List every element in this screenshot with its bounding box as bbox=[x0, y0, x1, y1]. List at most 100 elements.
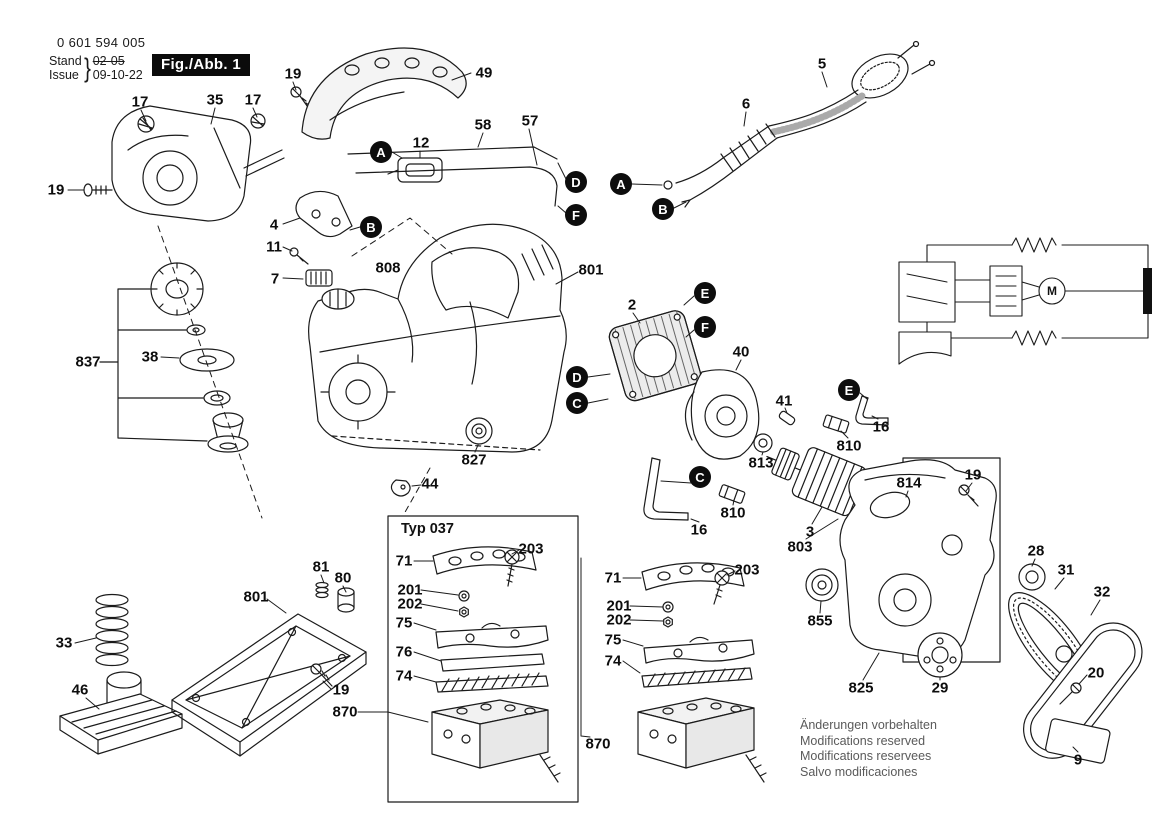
power-cable bbox=[768, 89, 867, 139]
part-label-80: 80 bbox=[334, 569, 352, 587]
part-label-9: 9 bbox=[1073, 751, 1083, 769]
part-label-49: 49 bbox=[475, 64, 493, 82]
switch-bracket-4-11-7 bbox=[289, 190, 353, 287]
part-label-808: 808 bbox=[375, 259, 401, 277]
part-label-202: 202 bbox=[606, 611, 632, 629]
document-meta: 0 601 594 005 Stand Issue } 02-05 09-10-… bbox=[49, 35, 145, 82]
note-line-fr: Modifications reservees bbox=[800, 749, 932, 763]
part-label-203: 203 bbox=[734, 561, 760, 579]
front-shoe-46 bbox=[59, 671, 183, 755]
label-plate-9 bbox=[1045, 718, 1111, 764]
callout-C: C bbox=[689, 466, 711, 488]
brush-810-right bbox=[822, 414, 850, 434]
part-label-202: 202 bbox=[397, 595, 423, 613]
part-label-44: 44 bbox=[421, 475, 439, 493]
part-label-29: 29 bbox=[931, 679, 949, 697]
assembly-dashed-lines bbox=[157, 217, 453, 519]
guard-plate-49 bbox=[301, 47, 467, 140]
part-label-17: 17 bbox=[131, 93, 149, 111]
part-label-74: 74 bbox=[604, 652, 622, 670]
part-label-81: 81 bbox=[312, 558, 330, 576]
blade-head-right bbox=[637, 562, 767, 783]
adjuster-80-81 bbox=[315, 581, 355, 613]
stand-value: 02-05 bbox=[92, 54, 125, 68]
brace-glyph: } bbox=[83, 52, 91, 83]
callout-B: B bbox=[652, 198, 674, 220]
part-label-813: 813 bbox=[748, 454, 774, 472]
part-label-35: 35 bbox=[206, 91, 224, 109]
issue-label: Issue bbox=[49, 68, 79, 82]
note-line-de: Änderungen vorbehalten bbox=[800, 718, 937, 732]
callout-E: E bbox=[838, 379, 860, 401]
part-label-3: 3 bbox=[805, 523, 815, 541]
cord-grip-6 bbox=[663, 123, 778, 208]
part-label-11: 11 bbox=[266, 238, 282, 256]
part-label-2: 2 bbox=[627, 296, 637, 314]
part-label-801: 801 bbox=[243, 588, 269, 606]
part-label-40: 40 bbox=[732, 343, 750, 361]
part-label-33: 33 bbox=[55, 634, 73, 652]
part-label-801: 801 bbox=[578, 261, 604, 279]
callout-D: D bbox=[566, 366, 588, 388]
part-label-855: 855 bbox=[807, 612, 833, 630]
pin-41 bbox=[778, 410, 796, 426]
motor-symbol-label: M bbox=[1047, 284, 1057, 298]
callout-E: E bbox=[694, 282, 716, 304]
part-label-837: 837 bbox=[75, 353, 101, 371]
part-label-810: 810 bbox=[836, 437, 862, 455]
callout-leader-lines bbox=[349, 151, 868, 484]
callout-A: A bbox=[610, 173, 632, 195]
part-label-28: 28 bbox=[1027, 542, 1045, 560]
part-label-19: 19 bbox=[332, 681, 350, 699]
stand-label: Stand bbox=[49, 54, 82, 68]
screw-19-baseplate bbox=[310, 663, 333, 687]
part-label-16: 16 bbox=[690, 521, 708, 539]
clip-44 bbox=[390, 479, 411, 497]
base-plate-801 bbox=[171, 613, 367, 757]
pulley-28 bbox=[1018, 563, 1046, 591]
part-label-46: 46 bbox=[71, 681, 89, 699]
field-stator-2 bbox=[608, 310, 702, 402]
brush-holder-16-left bbox=[643, 457, 689, 521]
bracket-line-837 bbox=[99, 288, 208, 442]
part-label-5: 5 bbox=[817, 55, 827, 73]
part-label-870: 870 bbox=[332, 703, 358, 721]
callout-D: D bbox=[565, 171, 587, 193]
part-label-12: 12 bbox=[412, 134, 430, 152]
part-label-71: 71 bbox=[604, 569, 622, 587]
part-label-38: 38 bbox=[141, 348, 159, 366]
part-label-810: 810 bbox=[720, 504, 746, 522]
inset-title: Typ 037 bbox=[401, 521, 454, 537]
part-label-74: 74 bbox=[395, 667, 413, 685]
callout-B: B bbox=[360, 216, 382, 238]
part-label-6: 6 bbox=[741, 95, 751, 113]
part-label-32: 32 bbox=[1093, 583, 1111, 601]
blade-head-left bbox=[431, 546, 561, 783]
callout-C: C bbox=[566, 392, 588, 414]
callout-A: A bbox=[370, 141, 392, 163]
part-label-75: 75 bbox=[604, 631, 622, 649]
pulley-29 bbox=[917, 632, 963, 678]
bearing-855 bbox=[805, 568, 839, 602]
order-number: 0 601 594 005 bbox=[57, 35, 146, 50]
planer-body-808-801 bbox=[308, 223, 567, 453]
label-leader-lines bbox=[67, 71, 1101, 753]
part-label-19: 19 bbox=[284, 65, 302, 83]
part-label-19: 19 bbox=[964, 466, 982, 484]
part-label-75: 75 bbox=[395, 614, 413, 632]
callout-F: F bbox=[565, 204, 587, 226]
part-label-825: 825 bbox=[848, 679, 874, 697]
part-label-201: 201 bbox=[397, 581, 423, 599]
callout-F: F bbox=[694, 316, 716, 338]
part-label-827: 827 bbox=[461, 451, 487, 469]
part-label-7: 7 bbox=[270, 270, 280, 288]
inset-box bbox=[387, 515, 579, 803]
pulley-827 bbox=[465, 417, 493, 445]
part-label-201: 201 bbox=[606, 597, 632, 615]
wiring-diagram-schematic bbox=[898, 237, 1152, 365]
front-housing-35 bbox=[83, 86, 311, 222]
note-line-es: Salvo modificaciones bbox=[800, 764, 918, 779]
part-label-58: 58 bbox=[474, 116, 492, 134]
part-label-4: 4 bbox=[269, 216, 279, 234]
